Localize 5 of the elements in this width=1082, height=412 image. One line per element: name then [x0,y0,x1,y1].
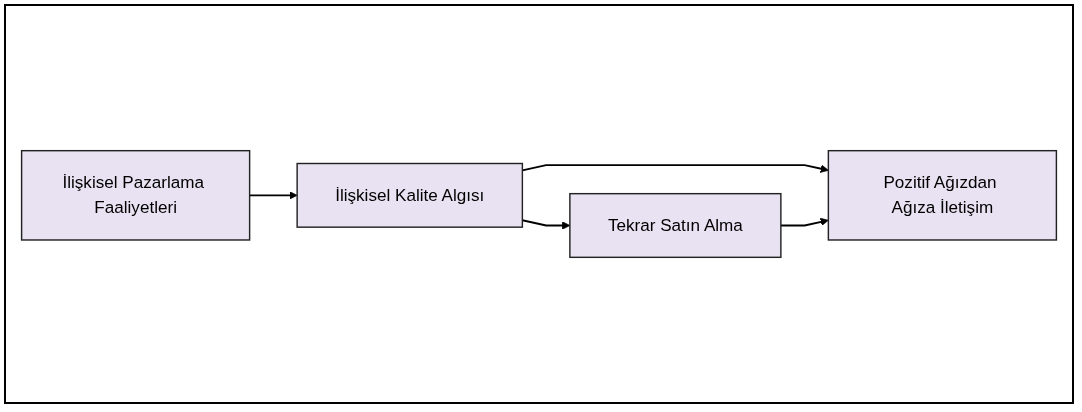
node-box [20,149,251,241]
diagram-frame: İlişkisel Pazarlama Faaliyetleri İlişkisel Kalite Algısı Pozitif Ağızdan Ağıza İletişim Tekrar Satın Alma [4,4,1074,404]
node-box [827,149,1058,241]
node-box [296,162,524,228]
node-box [569,192,782,259]
